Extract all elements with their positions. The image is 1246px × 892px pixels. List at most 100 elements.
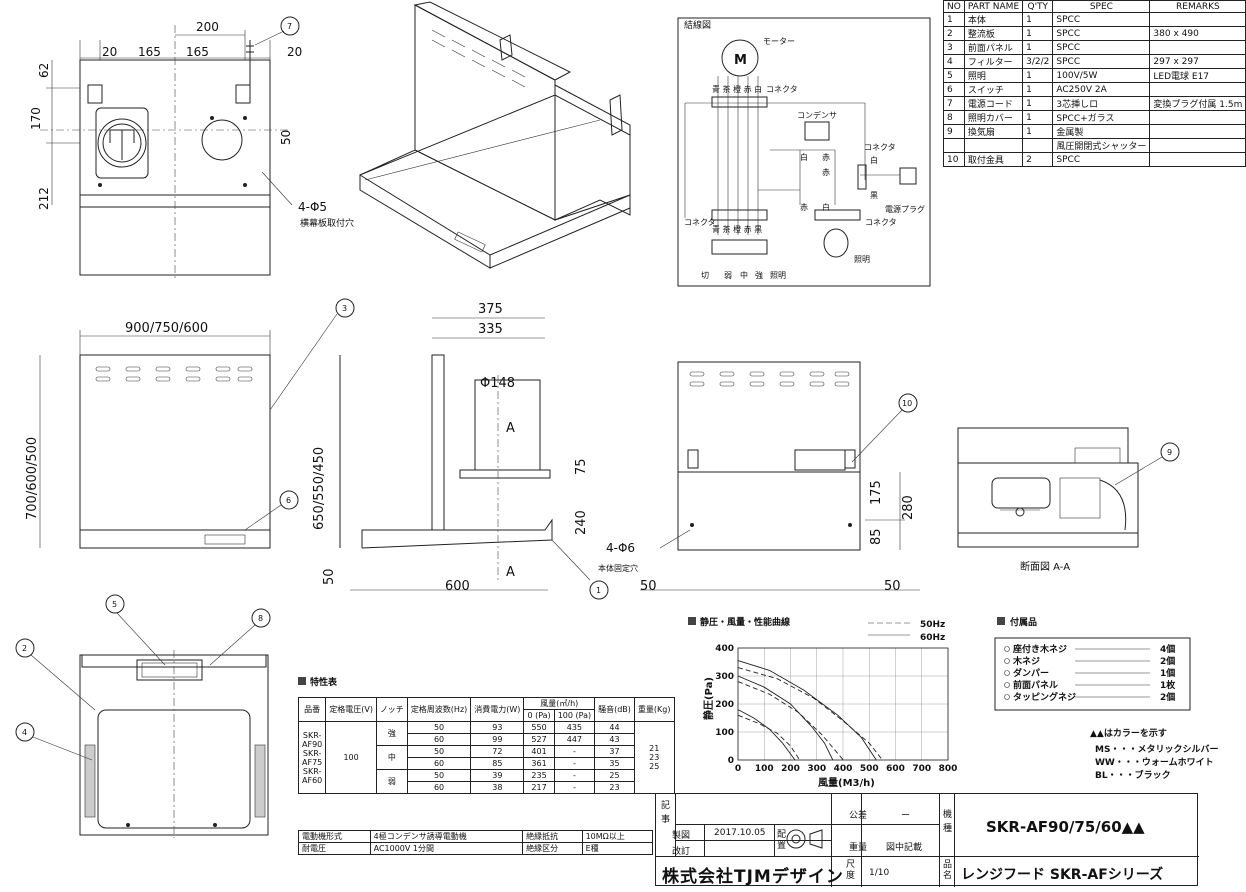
motor-circle [721, 39, 759, 77]
wiring-title: 結線図 [684, 19, 711, 31]
sw-low: 弱 [724, 271, 732, 280]
accessories-title: 付属品 [1010, 616, 1037, 628]
tb-weight: 図中記載 [886, 843, 923, 853]
acc-bullet-icon [1004, 694, 1010, 700]
parts-cell: 5 [943, 68, 965, 83]
dim-20-left: 20 [102, 45, 117, 59]
side-dim-75: 75 [574, 458, 589, 475]
parts-cell: 取付金具 [963, 152, 1024, 167]
wiring-diagram: 結線図 M モーター 青 茶 橙 赤 白 コネクタ コンデンサ 白 赤 赤 コネ… [677, 17, 931, 287]
wire-black: 黒 [870, 191, 878, 200]
projection-symbol-icon [786, 826, 823, 852]
wire-white-1: 白 [800, 152, 808, 162]
chart-xtick: 200 [781, 764, 800, 774]
parts-cell: 換気扇 [963, 124, 1024, 139]
rear-upper-panel [677, 361, 861, 473]
parts-cell [1149, 110, 1246, 125]
side-dim-240: 240 [574, 510, 589, 535]
callout-7: 7 [287, 22, 292, 31]
chart-ytick: 100 [715, 728, 734, 738]
acc-item-name: 座付き木ネジ [1012, 643, 1067, 655]
spec-weight: 25 [649, 762, 660, 771]
bottom-connector-right: コネクタ [865, 218, 897, 227]
parts-cell: 1 [1022, 12, 1054, 27]
tb-name-label: 品名 [943, 860, 953, 881]
tb-ki: 記 [661, 801, 671, 811]
sw-light: 照明 [770, 271, 786, 280]
parts-cell: LED電球 E17 [1149, 68, 1246, 83]
front-height-dim: 700/600/500 [25, 437, 40, 520]
spec-cell: 60 [406, 757, 472, 770]
front-view: 900/750/600 700/600/500 [25, 321, 271, 549]
rear-lower-body [677, 471, 861, 551]
color-ww: WW・・・ウォームホワイト [1095, 757, 1214, 768]
wire-red-2: 赤 [822, 168, 830, 177]
class-label: 絶縁区分 [522, 842, 583, 855]
parts-header-cell: Q'TY [1022, 0, 1054, 13]
tb-placement: 配置 [777, 830, 787, 851]
rear-dim-50-right: 50 [884, 579, 901, 594]
rear-dim-85: 85 [869, 528, 884, 545]
parts-cell: 整流板 [963, 26, 1024, 41]
wire-white-3: 白 [822, 202, 830, 212]
motor-type-label: 電動機形式 [298, 830, 371, 843]
chart-series-line-60hz [737, 675, 834, 761]
dim-200: 200 [196, 20, 219, 34]
tb-scale-label: 尺度 [846, 860, 856, 881]
parts-cell [1149, 12, 1246, 27]
acc-item-name: 木ネジ [1012, 655, 1040, 667]
parts-cell [943, 138, 965, 153]
spec-extra-table: 電動機形式 4極コンデンサ誘導電動機 絶縁抵抗 10MΩ以上 耐電圧 AC100… [298, 830, 654, 855]
chart-title: 静圧・風量・性能曲線 [700, 616, 790, 628]
acc-item-name: タッピングネジ [1013, 691, 1076, 703]
spec-cell: 361 [523, 757, 555, 770]
parts-cell: フィルター [963, 54, 1024, 69]
parts-cell [1149, 124, 1246, 139]
spec-cell: 85 [470, 757, 525, 770]
acc-item-qty: 1枚 [1160, 679, 1176, 691]
withstand: AC1000V 1分間 [369, 842, 524, 855]
legend-60hz: 60Hz [920, 633, 945, 643]
callout-9: 9 [1167, 448, 1172, 457]
callout-4: 4 [22, 728, 27, 737]
parts-cell: 風圧開閉式シャッター [1052, 138, 1151, 153]
parts-cell: 照明 [963, 68, 1024, 83]
parts-cell: 1 [1022, 110, 1054, 125]
section-mark-bottom: A [506, 565, 515, 580]
spec-h-freq: 定格周波数(Hz) [406, 697, 472, 722]
spec-h-p0: 0 (Pa) [523, 709, 555, 722]
bottom-colors: 青 茶 橙 赤 黒 [712, 224, 762, 234]
chart-title-marker [688, 617, 696, 625]
sw-off: 切 [701, 271, 709, 280]
top-connector: コネクタ [766, 85, 798, 94]
light-label: 照明 [854, 255, 870, 264]
spec-cell: 60 [406, 733, 472, 746]
spec-notch: 弱 [375, 769, 408, 794]
bottom-view [79, 650, 269, 838]
side-dim-50: 50 [322, 568, 337, 585]
callout-8: 8 [258, 614, 263, 623]
parts-cell: AC250V 2A [1052, 82, 1151, 97]
parts-cell: 変換プラグ付属 1.5m [1149, 96, 1246, 111]
spec-cell: 235 [523, 769, 555, 782]
duct-flange [95, 107, 149, 179]
rear-view: 175 280 85 50 50 4-Φ6 本体固定穴 [598, 361, 920, 594]
spec-cell: 401 [523, 745, 555, 758]
parts-cell [963, 138, 1024, 153]
front-width-dim: 900/750/600 [125, 321, 208, 336]
tb-tolerance-label: 公差 [849, 811, 868, 821]
spec-cell: 99 [470, 733, 525, 746]
parts-cell [1149, 152, 1246, 167]
duct-opening [97, 118, 147, 168]
sw-mid: 中 [740, 270, 748, 280]
tb-tolerance: ー [901, 811, 911, 821]
acc-item-name: ダンパー [1013, 667, 1049, 679]
hole-note: 4-Φ5 [298, 200, 327, 214]
parts-cell: SPCC [1052, 26, 1151, 41]
